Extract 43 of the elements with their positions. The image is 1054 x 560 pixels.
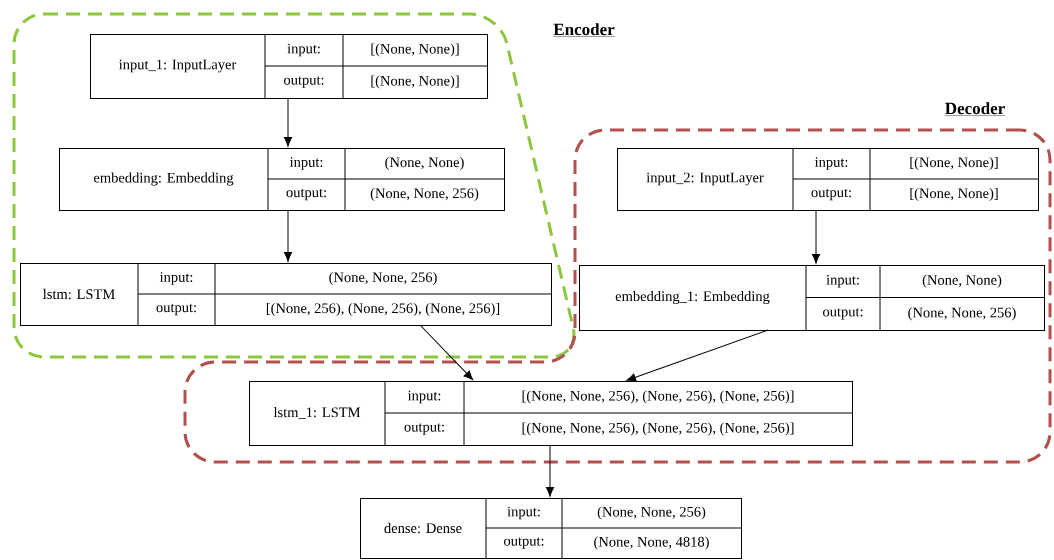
shape-value: (None, None, 256) — [597, 506, 706, 520]
arrow — [811, 209, 821, 264]
port-label: output: — [504, 537, 544, 549]
section-heading: Encoder — [553, 23, 615, 37]
layer-name: lstm_1: LSTM — [273, 407, 361, 419]
shape-value: [(None, 256), (None, 256), (None, 256)] — [266, 302, 500, 317]
port-label: output: — [286, 188, 326, 201]
arrow — [626, 329, 769, 382]
port-label: output: — [156, 303, 196, 316]
shape-value: [(None, None)] — [910, 187, 998, 202]
port-label: output: — [284, 76, 324, 88]
shape-value: (None, None) — [922, 274, 1002, 288]
shape-value: (None, None, 256) — [329, 271, 437, 286]
shape-value: [(None, None)] — [910, 156, 998, 171]
port-label: input: — [407, 390, 441, 404]
shape-value: [(None, None, 256), (None, 256), (None, 256)] — [522, 390, 794, 404]
layer-name: input_1: InputLayer — [119, 59, 237, 73]
port-label: input: — [826, 274, 859, 288]
layer-name: input_2: InputLayer — [646, 172, 764, 186]
shape-value: [(None, None)] — [371, 75, 459, 89]
shape-value: [(None, None, 256), (None, 256), (None, 256)] — [522, 422, 794, 436]
port-label: input: — [814, 157, 848, 170]
arrow — [419, 324, 474, 381]
shape-value: (None, None, 256) — [908, 307, 1016, 321]
port-label: input: — [289, 157, 323, 170]
port-label: output: — [811, 188, 851, 201]
port-label: input: — [507, 506, 540, 520]
port-label: output: — [823, 308, 863, 320]
layer-name: embedding: Embedding — [94, 172, 234, 186]
port-label: input: — [287, 43, 320, 57]
port-label: input: — [159, 272, 193, 285]
layer-name: lstm: LSTM — [43, 288, 115, 300]
shape-value: [(None, None)] — [371, 43, 459, 57]
port-label: output: — [404, 423, 444, 435]
layer-name: embedding_1: Embedding — [615, 290, 770, 305]
shape-value: (None, None, 4818) — [594, 536, 709, 550]
arrow — [545, 444, 555, 497]
shape-value: (None, None, 256) — [370, 187, 479, 202]
arrow — [283, 97, 293, 147]
shape-value: (None, None) — [385, 156, 464, 171]
arrow — [283, 209, 293, 262]
section-heading: Decoder — [944, 102, 1006, 116]
layer-name: dense: Dense — [384, 522, 462, 534]
